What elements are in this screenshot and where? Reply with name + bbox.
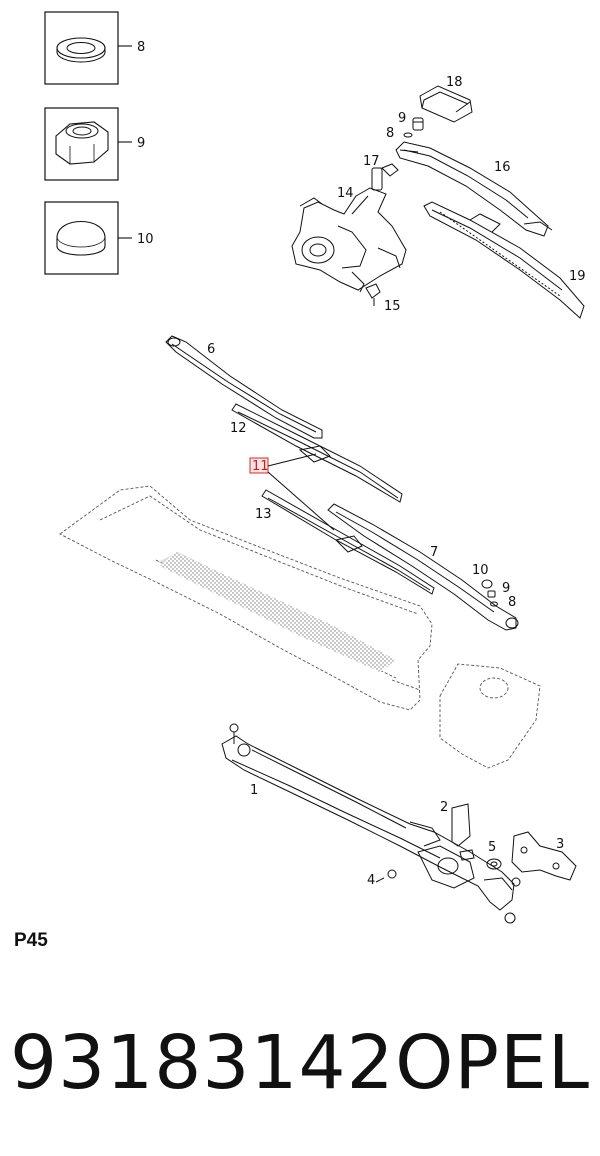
parts-diagram: 8 9 10 18 9 8 16 17 [44,11,586,924]
callout-7: 7 [430,545,438,560]
front-cap-10 [481,579,493,589]
front-nut-9 [487,590,496,598]
bolt-4 [375,869,397,883]
callout-1: 1 [250,783,258,798]
front-wiper-blade-13 [261,489,435,595]
callout-12: 12 [230,421,247,436]
wiper-linkage-1 [221,723,521,924]
callout-14: 14 [337,186,354,201]
callout-16: 16 [494,160,511,175]
rear-nut-9 [412,117,424,131]
rear-motor-14 [291,167,407,293]
rear-washer-8 [403,132,413,138]
front-washer-8 [490,601,498,607]
page-code: P45 [14,930,48,951]
callout-13: 13 [255,507,272,522]
front-wiper-arm-7 [327,503,519,631]
callout-8-rear: 8 [386,126,394,141]
detail-cap-box [44,201,132,275]
detail-washer-box [44,11,132,85]
callout-10-front: 10 [472,563,489,578]
rear-bolt-15 [365,283,381,306]
rear-cap-18 [419,85,473,123]
cowl-grille-mesh [158,552,396,672]
callout-11: 11 [252,459,269,474]
callout-4: 4 [367,873,375,888]
detail-nut-box [44,107,132,181]
callout-17: 17 [363,154,380,169]
rear-washer-17 [381,163,399,177]
callout-10-box: 10 [137,232,154,247]
callout-19: 19 [569,269,586,284]
callout-5: 5 [488,840,496,855]
callout-2: 2 [440,800,448,815]
front-wiper-arm-6 [165,335,323,439]
front-wiper-blade-12 [231,403,403,503]
callout-11-highlight [249,453,335,531]
brand-name: OPEL [395,1020,590,1106]
footer: 93183142 OPEL [0,1018,600,1108]
callout-18: 18 [446,75,463,90]
callout-6: 6 [207,342,215,357]
callout-15: 15 [384,299,401,314]
part-number: 93183142 [10,1020,395,1106]
rear-wiper-arm-16 [395,141,553,237]
callout-8-front: 8 [508,595,516,610]
callout-3: 3 [556,837,564,852]
callout-9-rear: 9 [398,111,406,126]
callout-9-front: 9 [502,581,510,596]
rear-wiper-blade-19 [423,201,585,319]
callout-8-box: 8 [137,40,145,55]
bracket-2 [451,803,475,861]
bracket-3 [511,831,577,881]
callout-9-box: 9 [137,136,145,151]
nut-5 [486,858,502,870]
